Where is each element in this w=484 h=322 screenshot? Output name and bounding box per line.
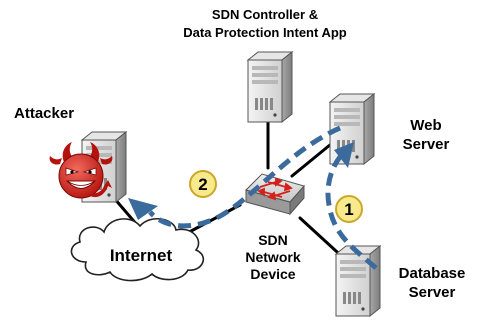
- step-badge-1: 1: [335, 195, 363, 223]
- server-tower-icon: [247, 51, 293, 123]
- sdn-device-label: SDN Network Device: [234, 232, 312, 283]
- network-switch-icon: [245, 173, 305, 216]
- database-server-label-line-1: Database: [398, 265, 466, 282]
- sdn-device-label-line-1: SDN: [258, 232, 288, 248]
- internet-label: Internet: [109, 246, 173, 265]
- database-server-label: Database Server: [384, 264, 480, 302]
- arrowhead-to-attacker: [128, 198, 158, 220]
- arrowhead-to-web: [334, 142, 354, 168]
- sdn-device-label-line-3: Device: [250, 266, 296, 282]
- web-server-label-line-2: Server: [402, 136, 450, 153]
- flow-arrow-db-to-web: [325, 150, 378, 270]
- flow-arrow-web-to-attacker: [148, 125, 342, 229]
- link-web-switch: [290, 138, 338, 178]
- attacker-label: Attacker: [14, 105, 75, 122]
- web-server-label: Web Server: [386, 116, 466, 154]
- controller-label: SDN Controller & Data Protection Intent …: [150, 6, 380, 42]
- flow-arrowheads: [128, 142, 354, 220]
- step-badge-2: 2: [189, 170, 217, 198]
- devil-face-icon: [49, 142, 113, 199]
- web-server-label-line-1: Web: [410, 117, 442, 134]
- step-number: 1: [344, 200, 353, 219]
- sdn-device-label-line-2: Network: [245, 249, 301, 265]
- flow-arrows: [148, 125, 378, 270]
- step-number: 2: [198, 175, 207, 194]
- cloud-icon: [70, 218, 205, 282]
- database-server-label-line-2: Server: [408, 284, 456, 301]
- controller-label-line-1: SDN Controller &: [211, 7, 319, 22]
- controller-label-line-2: Data Protection Intent App: [183, 25, 347, 40]
- server-tower-icon: [335, 245, 381, 317]
